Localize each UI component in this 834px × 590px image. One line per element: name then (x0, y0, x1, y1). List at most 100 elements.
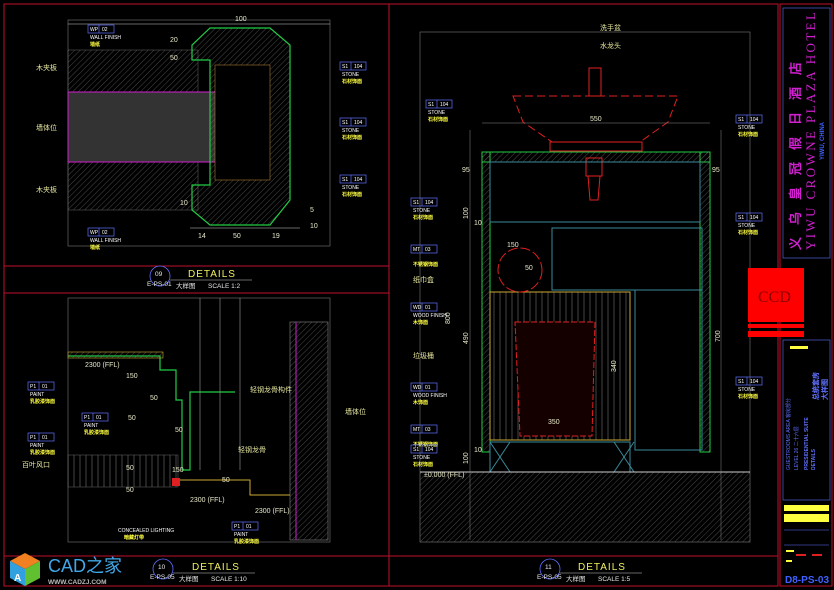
dimension: 100 (463, 207, 470, 219)
tag-code: P1 (234, 524, 240, 530)
tag-material: PAINT (84, 423, 98, 429)
sheet-type-label: DETAILS (811, 448, 817, 470)
dimension: 340 (611, 360, 618, 372)
tag-material: WALL FINISH (90, 238, 121, 244)
tag-material-cn: 墙纸 (90, 41, 100, 48)
detail-11-drawing (419, 31, 751, 543)
detail-reference: E-PS-01 (147, 281, 172, 288)
tag-material-cn: 不锈钢饰面 (413, 441, 438, 448)
dimension: 50 (222, 477, 230, 484)
tag-code: S1 (342, 120, 348, 126)
tag-material-cn: 石材饰面 (412, 461, 433, 468)
dimension: 50 (126, 465, 134, 472)
tag-number: 03 (425, 247, 431, 253)
detail-10-dimensions: 150 50 50 50 150 50 50 50 (126, 373, 230, 494)
tag-material-cn: 乳胶漆饰面 (234, 538, 259, 545)
tag-code: WD (413, 305, 422, 311)
sheet-type-label-cn: 大样图 (820, 379, 829, 400)
drawing-number: D8-PS-03 (785, 575, 829, 586)
tag-code: S1 (342, 177, 348, 183)
tag-material: STONE (342, 185, 360, 191)
cube-logo-icon: A (10, 553, 40, 586)
watermark-url: WWW.CADZJ.COM (48, 579, 107, 586)
ffl-marker: 2300 (FFL) (85, 362, 120, 369)
tag-material: STONE (738, 387, 756, 393)
tag-number: 02 (102, 27, 108, 33)
dimension: 5 (310, 207, 314, 214)
tag-material-cn: 乳胶漆饰面 (30, 398, 55, 405)
dimension: 100 (235, 16, 247, 23)
label-louver: 百叶风口 (22, 460, 50, 469)
tag-code: S1 (413, 447, 419, 453)
dimension: 10 (180, 200, 188, 207)
tag-code: P1 (30, 384, 36, 390)
dimension: 700 (715, 330, 722, 342)
detail-title-cn: 大样图 (179, 574, 199, 583)
label-concealed-lighting: CONCEALED LIGHTING (118, 528, 174, 534)
tag-material: PAINT (30, 392, 44, 398)
tag-number: 104 (354, 120, 363, 126)
dimension: 150 (172, 467, 184, 474)
detail-reference: E-PS-05 (150, 574, 175, 581)
detail-number: 09 (155, 271, 163, 278)
tag-code: P1 (84, 415, 90, 421)
ccd-logo (748, 268, 804, 322)
dimension: 50 (170, 55, 178, 62)
label-faucet: 水龙头 (600, 41, 621, 50)
dimension: 50 (233, 233, 241, 240)
tag-material-cn: 木饰面 (412, 399, 428, 406)
detail-10-drawing (67, 297, 331, 543)
tag-material: STONE (342, 72, 360, 78)
tag-material: STONE (738, 223, 756, 229)
tag-code: S1 (738, 379, 744, 385)
tag-material: WALL FINISH (90, 35, 121, 41)
tag-material-cn: 石材饰面 (737, 229, 758, 236)
ffl-marker: ±0.000 (FFL) (424, 472, 464, 479)
dimension: 800 (445, 312, 452, 324)
tag-number: 01 (425, 385, 431, 391)
tag-code: WD (413, 385, 422, 391)
detail-09-dimensions: 100 20 50 14 50 19 10 5 10 (170, 16, 318, 240)
label-basin: 洗手盆 (600, 23, 621, 32)
detail-scale: SCALE 1:10 (211, 576, 247, 583)
tag-number: 01 (425, 305, 431, 311)
detail-title-cn: 大样图 (566, 574, 586, 583)
detail-title-10: 10 E-PS-05 DETAILS 大样图 SCALE 1:10 (150, 558, 255, 583)
cadzj-watermark: A CAD之家 WWW.CADZJ.COM (10, 553, 122, 586)
tag-code: MT (413, 427, 420, 433)
tag-code: P1 (30, 435, 36, 441)
dimension: 19 (272, 233, 280, 240)
room-label-cn: 总统套房 (811, 372, 820, 400)
logo-text: CCD (758, 289, 791, 306)
tag-code: MT (413, 247, 420, 253)
tag-material-cn: 石材饰面 (412, 214, 433, 221)
tag-number: 104 (750, 379, 759, 385)
tag-code: WP (90, 230, 99, 236)
dimension: 150 (507, 242, 519, 249)
detail-reference: E-PS-05 (537, 574, 562, 581)
dimension: 10 (310, 223, 318, 230)
tag-material-cn: 石材饰面 (737, 393, 758, 400)
detail-title: DETAILS (578, 562, 626, 573)
tag-material-cn: 不锈钢饰面 (413, 261, 438, 268)
detail-title-11: 11 E-PS-05 DETAILS 大样图 SCALE 1:5 (537, 558, 642, 583)
tag-number: 104 (750, 215, 759, 221)
detail-title-cn: 大样图 (176, 281, 196, 290)
dimension: 550 (590, 116, 602, 123)
tag-code: S1 (738, 215, 744, 221)
tag-material: WOOD FINISH (413, 393, 447, 399)
dimension: 95 (462, 167, 470, 174)
tag-number: 01 (42, 435, 48, 441)
dimension: 20 (170, 37, 178, 44)
tag-number: 104 (354, 64, 363, 70)
tag-material-cn: 墙纸 (90, 244, 100, 251)
tag-material: WOOD FINISH (413, 313, 447, 319)
tag-code: S1 (413, 200, 419, 206)
